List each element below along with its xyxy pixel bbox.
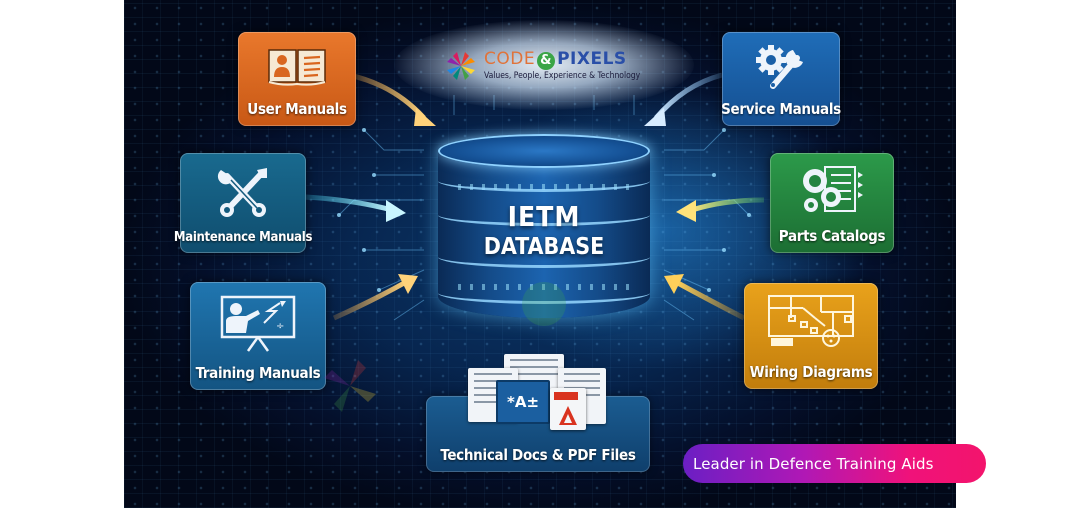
flow-arrows	[305, 72, 765, 321]
arrow-service-manuals	[644, 72, 723, 126]
card-label: Training Manuals	[195, 364, 321, 382]
tagline-badge: Leader in Defence Training Aids	[683, 444, 986, 483]
card-parts-catalogs: Parts Catalogs	[770, 153, 894, 253]
circuit-traces	[337, 95, 751, 321]
pdf-file-icon	[550, 388, 586, 430]
database-title-ietm: IETM	[507, 200, 581, 233]
brand-ampersand: &	[537, 52, 556, 70]
card-label: Technical Docs & PDF Files	[440, 446, 636, 464]
card-label: User Manuals	[247, 100, 347, 118]
arrow-maintenance-manuals	[305, 194, 406, 222]
card-label: Maintenance Manuals	[173, 230, 313, 245]
card-wiring-diagrams: Wiring Diagrams	[744, 283, 878, 389]
logo-watermark	[320, 356, 380, 416]
card-training-manuals: ÷ Training Manuals	[190, 282, 326, 390]
pinwheel-logo-icon	[444, 49, 478, 83]
arrow-parts-catalogs	[676, 197, 765, 222]
card-label: Service Manuals	[721, 100, 841, 118]
crossed-wrenches-icon	[180, 153, 306, 230]
card-service-manuals: Service Manuals	[721, 32, 841, 126]
text-document-icon: *A±	[496, 380, 550, 424]
brand-name: CODE&PIXELS	[484, 50, 640, 70]
card-user-manuals: User Manuals	[238, 32, 356, 126]
company-logo: CODE&PIXELS Values, People, Experience &…	[444, 40, 644, 92]
brand-pixels: PIXELS	[557, 49, 627, 69]
arrow-user-manuals	[348, 72, 436, 126]
badge-text: Leader in Defence Training Aids	[693, 454, 934, 473]
diagram-panel: CODE&PIXELS Values, People, Experience &…	[124, 0, 956, 508]
card-label: Wiring Diagrams	[749, 363, 873, 381]
presenter-board-icon: ÷	[190, 282, 326, 364]
svg-text:÷: ÷	[276, 321, 284, 332]
ampersand-watermark	[522, 282, 566, 326]
circuit-diagram-icon	[744, 283, 878, 363]
gears-list-icon	[770, 153, 894, 227]
brand-code: CODE	[484, 49, 536, 69]
database-title-database: DATABASE	[483, 234, 605, 260]
card-label: Parts Catalogs	[778, 227, 886, 245]
documents-pdf-icon: *A±	[466, 352, 616, 432]
arrow-wiring-diagrams	[664, 274, 746, 321]
gear-wrench-icon	[722, 32, 840, 100]
arrow-training-manuals	[332, 274, 418, 321]
ietm-database: IETM DATABASE	[438, 134, 650, 330]
card-maintenance-manuals: Maintenance Manuals	[174, 153, 312, 253]
brand-tagline: Values, People, Experience & Technology	[484, 71, 641, 81]
open-book-person-icon	[238, 32, 356, 100]
